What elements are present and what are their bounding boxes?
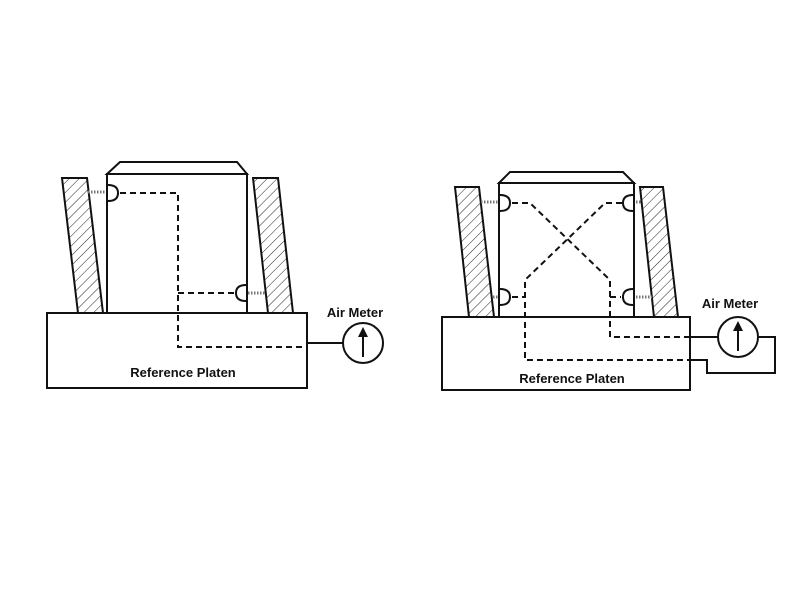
air-meter-dial [342,322,384,364]
reference-platen [441,316,691,391]
left-hatched-wall [453,186,496,318]
lower-right-nozzle [234,284,247,302]
right-diagram: Air Meter Reference Platen [441,171,776,391]
lower-right-nozzle [621,288,634,306]
arrow-up-icon [733,321,743,351]
right-hatched-wall [251,177,295,314]
upper-left-nozzle [107,184,120,202]
lower-left-nozzle [499,288,512,306]
upper-left-nozzle [499,194,512,212]
upper-right-nozzle [621,194,634,212]
part-cap [104,161,250,175]
air-line-a [512,202,690,338]
part-cap [496,171,637,184]
part-body [498,182,635,317]
reference-platen-label: Reference Platen [519,371,625,386]
air-line-b [524,202,690,361]
air-line-upper [120,192,307,348]
meter-return-line [690,336,776,374]
right-hatched-wall [638,186,680,318]
left-diagram: Air Meter Reference Platen [46,161,384,389]
air-meter-label: Air Meter [327,305,383,320]
reference-platen-label: Reference Platen [130,365,236,380]
left-hatched-wall [60,177,105,314]
arrow-up-icon [358,327,368,357]
reference-platen [46,312,308,389]
air-meter-label: Air Meter [702,296,758,311]
air-meter-dial [717,316,759,358]
part-body [106,173,248,313]
